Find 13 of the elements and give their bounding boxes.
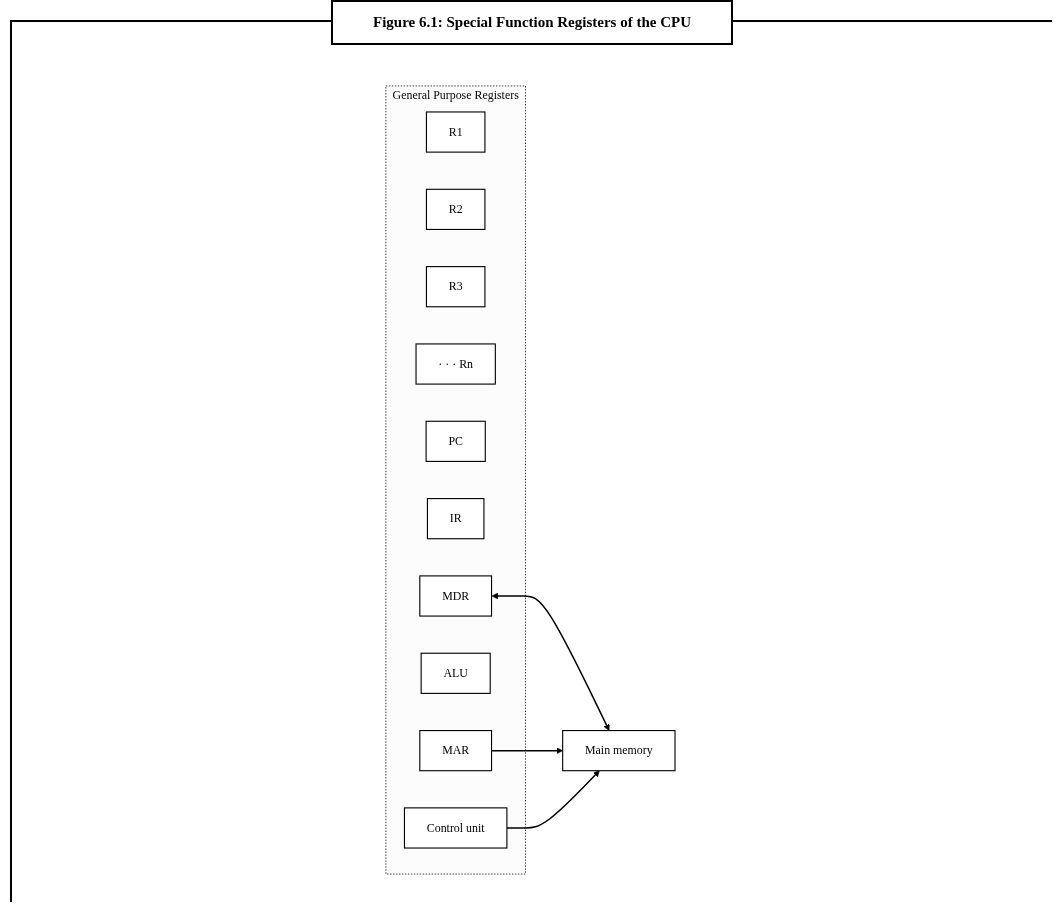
node-box: Main memory xyxy=(561,730,676,772)
node-box: PC xyxy=(425,420,486,462)
arrow xyxy=(491,592,610,731)
node-box: · · · Rn xyxy=(415,343,496,385)
figure-title: Figure 6.1: Special Function Registers of the CPU xyxy=(331,0,733,45)
node-box: R1 xyxy=(425,111,486,153)
node-box: R2 xyxy=(425,188,486,230)
node-box: Control unit xyxy=(403,807,507,849)
node-box: IR xyxy=(426,498,485,540)
node-box: R3 xyxy=(425,266,486,308)
node-box: MDR xyxy=(418,575,492,617)
node-box: ALU xyxy=(420,652,491,694)
node-box: MAR xyxy=(418,730,492,772)
